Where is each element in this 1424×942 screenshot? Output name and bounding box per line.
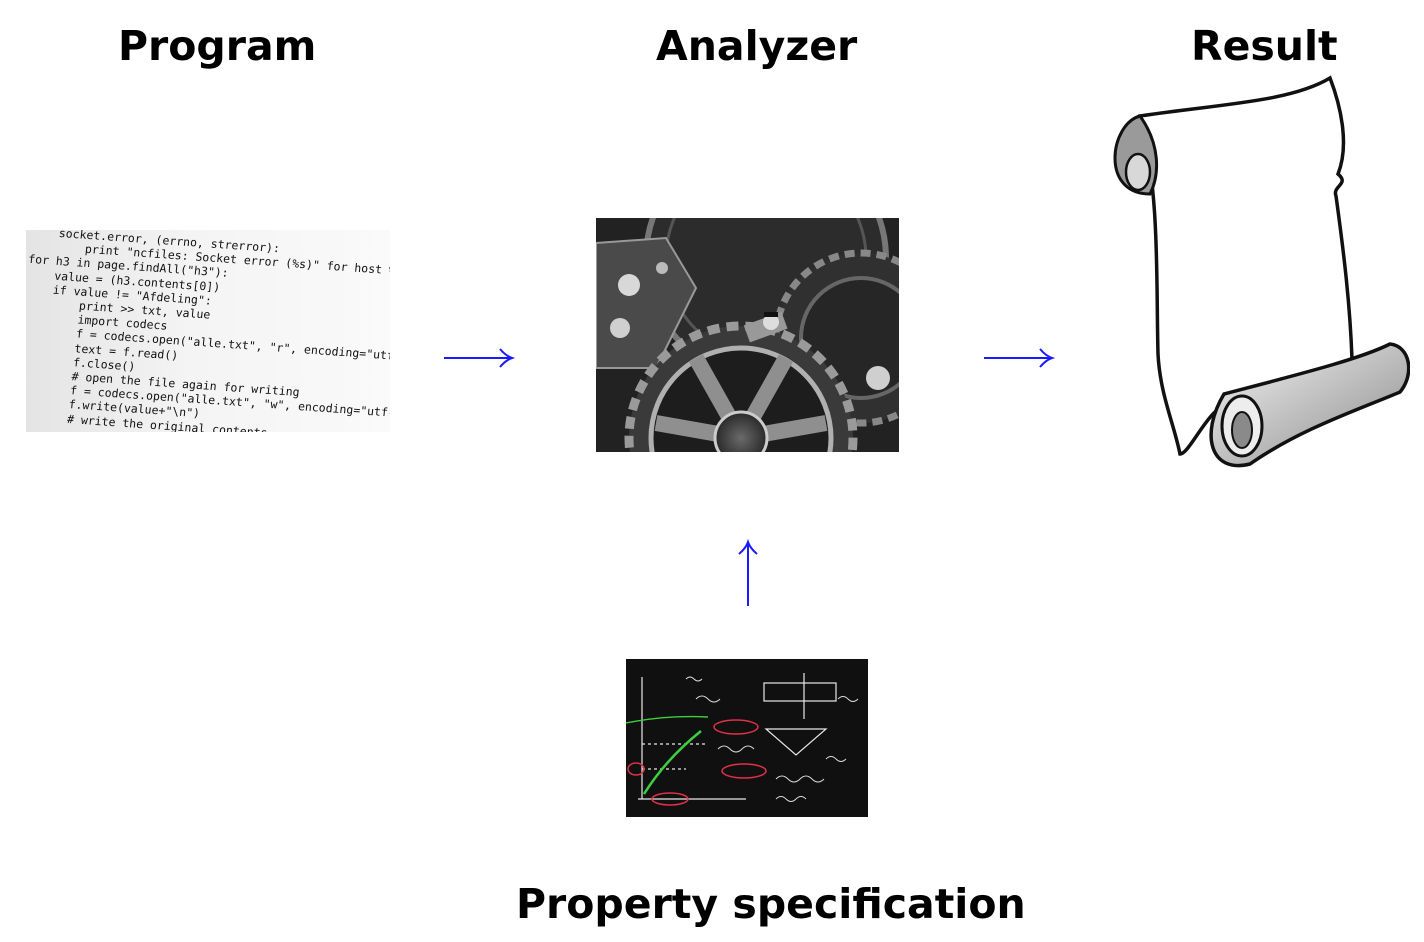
- arrow-up-icon: [738, 538, 758, 606]
- analyzer-label: Analyzer: [656, 22, 858, 70]
- arrow-right-icon: [984, 348, 1056, 368]
- code-listing: socket.error, (errno, strerror): print "…: [26, 230, 390, 432]
- property-specification-label: Property specification: [516, 880, 1026, 928]
- paper-scroll-image: [1100, 74, 1410, 476]
- gears-illustration: [596, 218, 899, 452]
- program-label: Program: [118, 22, 317, 70]
- arrow-right-icon: [444, 348, 516, 368]
- blackboard-illustration: [626, 659, 868, 817]
- gears-photo-image: [596, 218, 899, 452]
- blackboard-photo-image: [626, 659, 868, 817]
- code-screenshot-image: socket.error, (errno, strerror): print "…: [26, 230, 390, 432]
- result-label: Result: [1191, 22, 1338, 70]
- scroll-illustration: [1113, 75, 1410, 468]
